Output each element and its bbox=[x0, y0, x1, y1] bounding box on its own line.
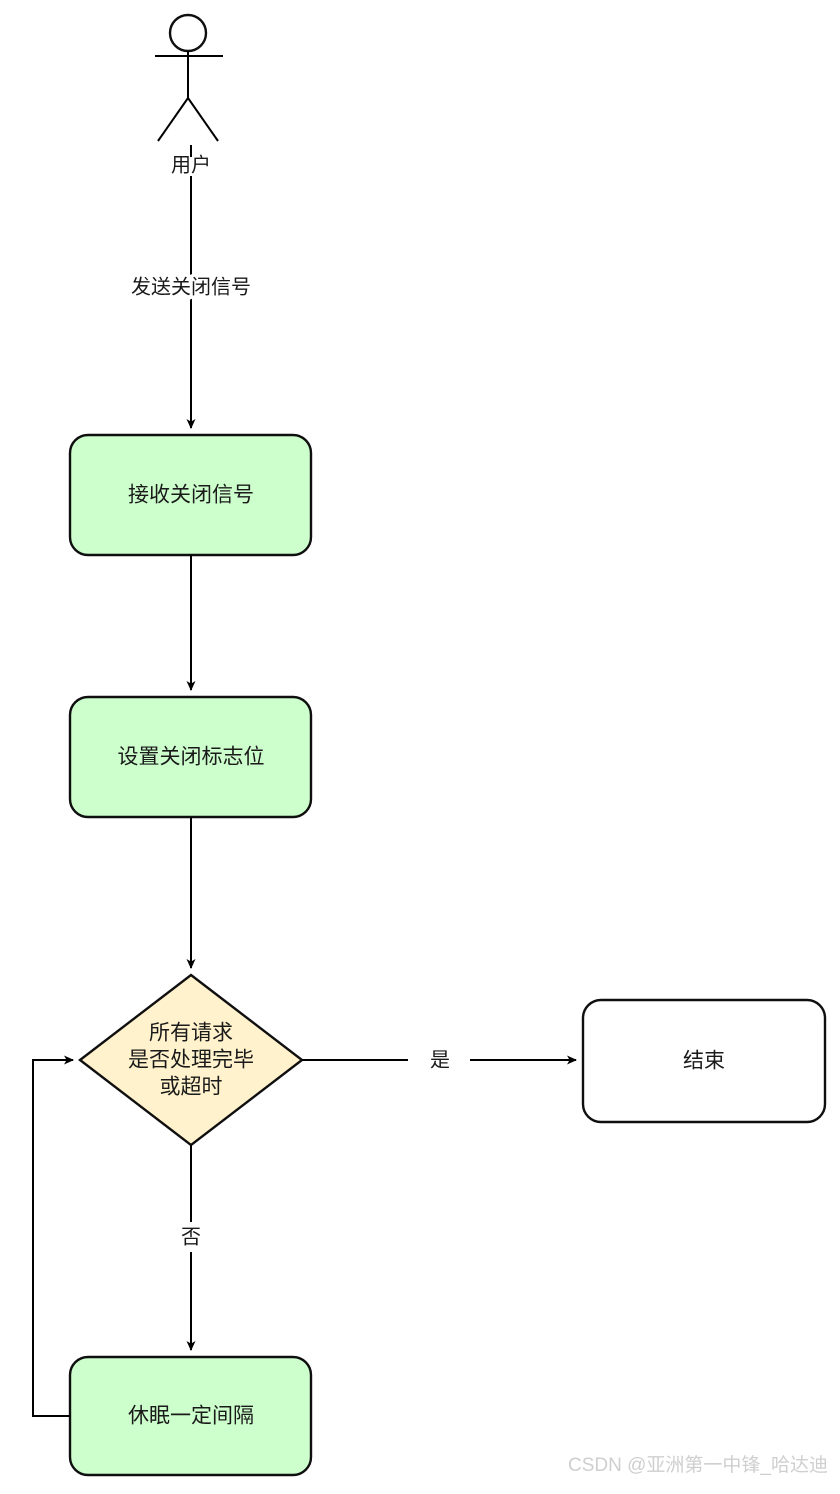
node-sleep-interval[interactable]: 休眠一定间隔 bbox=[68, 1355, 313, 1477]
edge-label-send-shutdown-signal: 发送关闭信号 bbox=[131, 275, 251, 298]
edge-actor-to-receive: 发送关闭信号 bbox=[128, 145, 255, 429]
stick-figure-left-leg-icon bbox=[157, 97, 189, 142]
node-sleep-interval-label: 休眠一定间隔 bbox=[128, 1405, 254, 1428]
node-end[interactable]: 结束 bbox=[581, 998, 827, 1124]
actor-user[interactable]: 用户 bbox=[155, 13, 223, 176]
edge-decision-to-end: 是 bbox=[302, 1049, 577, 1071]
edge-label-yes: 是 bbox=[430, 1049, 450, 1071]
node-decision-all-requests-done[interactable]: 所有请求 是否处理完毕 或超时 bbox=[78, 973, 304, 1147]
edge-label-no: 否 bbox=[181, 1226, 201, 1248]
node-set-shutdown-flag[interactable]: 设置关闭标志位 bbox=[68, 695, 313, 819]
node-set-shutdown-flag-label: 设置关闭标志位 bbox=[118, 746, 265, 769]
csdn-watermark: CSDN @亚洲第一中锋_哈达迪 bbox=[568, 1454, 828, 1476]
stick-figure-head-icon bbox=[168, 13, 208, 53]
edge-sleep-to-decision-loop bbox=[32, 1055, 74, 1417]
stick-figure-right-leg-icon bbox=[187, 97, 219, 142]
node-decision-label-line-2: 是否处理完毕 bbox=[128, 1049, 254, 1072]
node-receive-shutdown-signal[interactable]: 接收关闭信号 bbox=[68, 433, 313, 557]
actor-user-label: 用户 bbox=[171, 153, 211, 176]
node-receive-shutdown-signal-label: 接收关闭信号 bbox=[128, 484, 254, 507]
node-end-label: 结束 bbox=[683, 1050, 725, 1073]
edge-decision-to-sleep: 否 bbox=[181, 1145, 201, 1351]
node-decision-label-line-1: 所有请求 bbox=[149, 1022, 233, 1045]
node-decision-label-line-3: 或超时 bbox=[160, 1076, 223, 1099]
node-end-shape[interactable] bbox=[581, 998, 827, 1124]
